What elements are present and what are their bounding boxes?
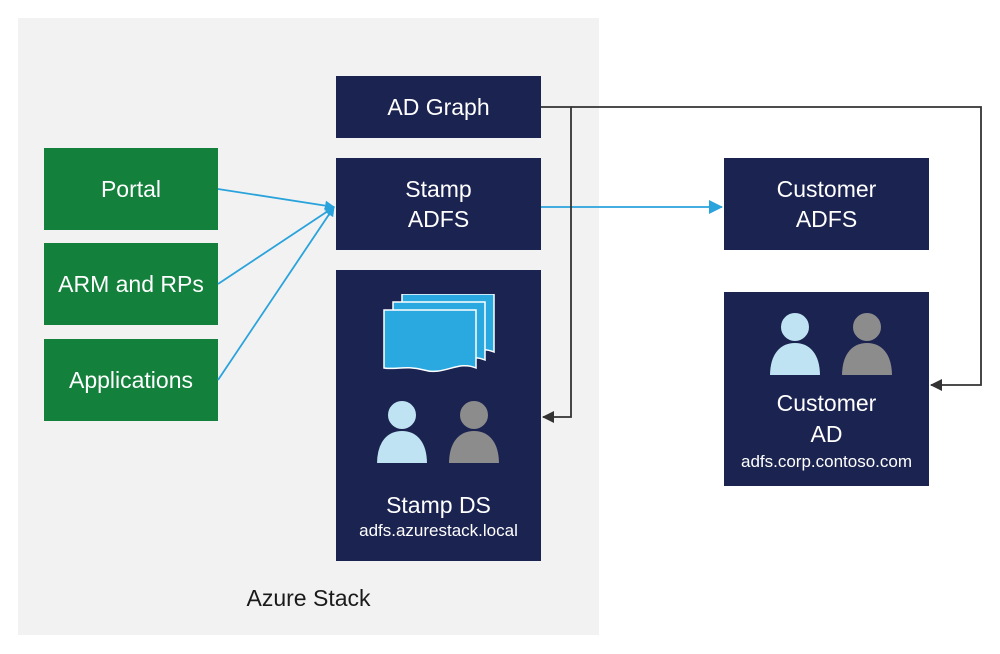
applications-label: Applications [68,366,194,393]
customer-ad-box: Customer AD adfs.corp.contoso.com [724,292,929,486]
stamp-adfs-line2: ADFS [407,206,470,232]
portal-label: Portal [100,175,162,202]
arm-box: ARM and RPs [44,243,218,325]
azure-stack-label: Azure Stack [246,585,371,611]
stamp-adfs-box: Stamp ADFS [336,158,541,250]
customer-adfs-box: Customer ADFS [724,158,929,250]
user-icon [839,311,895,377]
ad-graph-label: AD Graph [387,94,490,120]
user-icon [374,399,430,465]
documents-icon [383,294,495,373]
portal-box: Portal [44,148,218,230]
stamp-adfs-line1: Stamp [405,176,472,202]
customer-ad-line1: Customer [776,390,877,416]
user-icon [767,311,823,377]
customer-adfs-line1: Customer [776,176,877,202]
arm-label: ARM and RPs [58,270,204,297]
ad-graph-box: AD Graph [336,76,541,138]
customer-ad-domain: adfs.corp.contoso.com [740,452,913,471]
customer-ad-line2: AD [810,421,843,447]
user-icon [446,399,502,465]
customer-adfs-line2: ADFS [795,206,858,232]
stamp-ds-title: Stamp DS [386,492,491,518]
stamp-ds-box: Stamp DS adfs.azurestack.local [336,270,541,561]
stamp-ds-domain: adfs.azurestack.local [359,521,518,540]
applications-box: Applications [44,339,218,421]
